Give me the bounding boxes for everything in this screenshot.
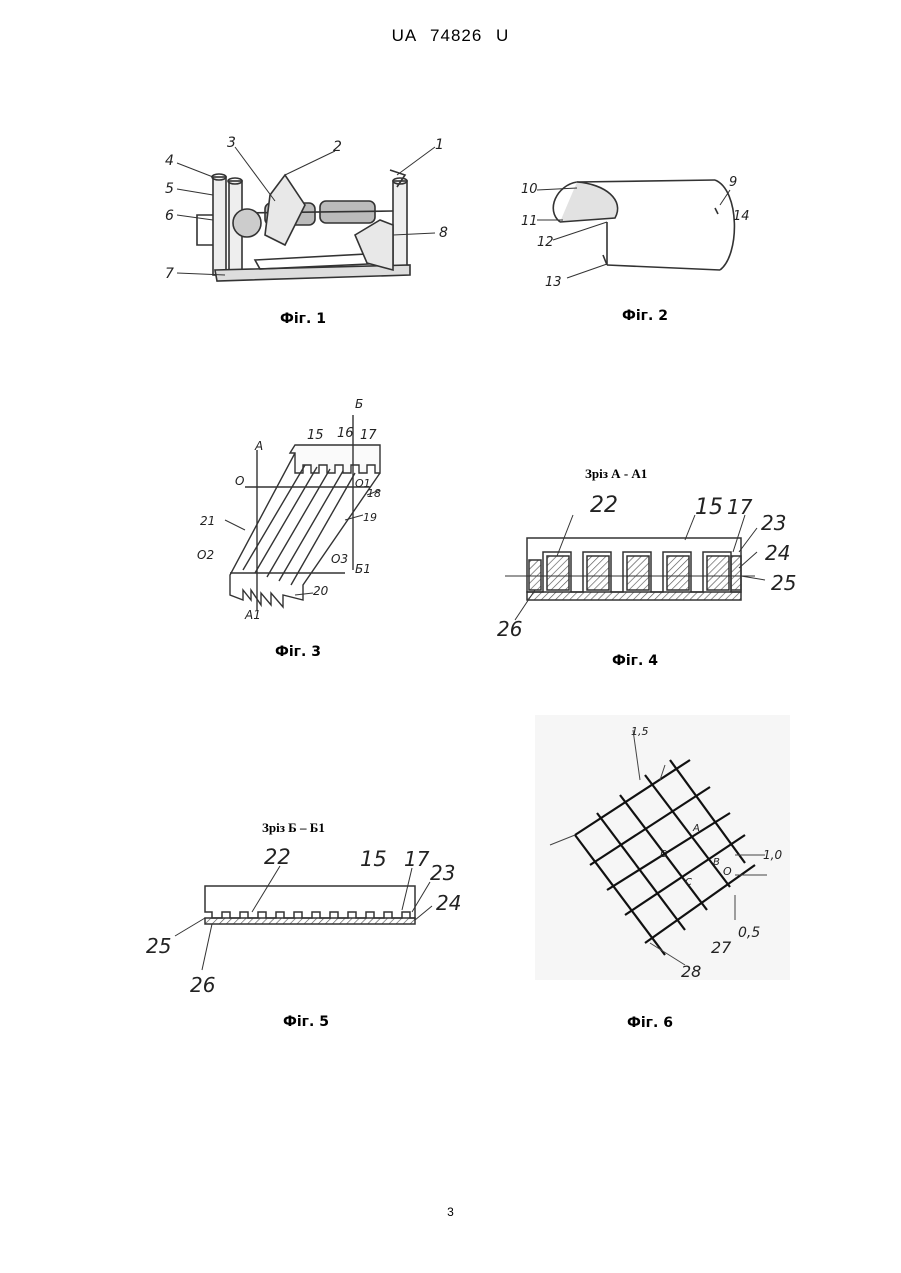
fig1-label-1: 1 bbox=[435, 137, 444, 153]
fig1-label-5: 5 bbox=[165, 181, 174, 197]
fig2-label-12: 12 bbox=[537, 235, 554, 250]
fig6-label-D: D bbox=[660, 849, 668, 860]
fig1-label-2: 2 bbox=[333, 139, 342, 155]
fig6-label-C: С bbox=[685, 877, 692, 888]
figure-5-caption: Фіг. 5 bbox=[283, 1014, 329, 1030]
figure-2-drawing: 10 11 12 13 9 14 bbox=[515, 160, 785, 295]
fig4-label-26: 26 bbox=[497, 617, 522, 641]
figure-6-caption: Фіг. 6 bbox=[627, 1015, 673, 1031]
fig5-label-25: 25 bbox=[146, 934, 171, 958]
fig3-label-B: Б bbox=[355, 397, 363, 411]
fig2-label-10: 10 bbox=[521, 182, 538, 197]
document-number: UA 74826 U bbox=[0, 26, 901, 46]
fig4-label-17: 17 bbox=[727, 495, 753, 519]
fig6-label-B: В bbox=[713, 857, 720, 868]
figure-1-drawing: 3 2 1 4 5 6 7 8 bbox=[135, 135, 455, 300]
fig3-label-O2: О2 bbox=[197, 548, 214, 562]
figure-4-section-title: Зріз А - А1 bbox=[585, 466, 647, 482]
fig5-label-22: 22 bbox=[264, 845, 291, 869]
figure-4-caption: Фіг. 4 bbox=[612, 653, 658, 669]
fig4-label-22: 22 bbox=[590, 493, 618, 518]
fig5-label-24: 24 bbox=[436, 891, 461, 915]
fig5-label-26: 26 bbox=[190, 973, 215, 997]
fig3-label-A: А bbox=[254, 439, 263, 453]
fig6-label-0-5: 0,5 bbox=[738, 925, 760, 941]
fig1-label-8: 8 bbox=[439, 225, 448, 241]
fig4-label-25: 25 bbox=[771, 571, 796, 595]
figure-6-drawing: 1,5 А D В С О 1,0 0,5 27 28 bbox=[535, 715, 795, 985]
fig5-label-17: 17 bbox=[404, 847, 430, 871]
figure-2-caption: Фіг. 2 bbox=[622, 308, 668, 324]
page-number: 3 bbox=[0, 1205, 901, 1219]
fig6-label-1-0: 1,0 bbox=[763, 848, 782, 862]
fig3-label-20: 20 bbox=[313, 584, 329, 598]
fig3-label-16: 16 bbox=[337, 426, 354, 441]
fig1-label-3: 3 bbox=[227, 135, 236, 151]
fig6-label-28: 28 bbox=[681, 962, 701, 981]
fig4-label-23: 23 bbox=[761, 511, 786, 535]
fig3-label-15: 15 bbox=[307, 428, 324, 443]
fig3-label-17: 17 bbox=[360, 428, 377, 443]
fig1-label-4: 4 bbox=[165, 153, 174, 169]
fig2-label-14: 14 bbox=[733, 209, 750, 224]
fig4-label-15: 15 bbox=[695, 495, 723, 520]
fig1-label-6: 6 bbox=[165, 208, 174, 224]
fig3-label-B1: Б1 bbox=[355, 562, 371, 576]
fig3-label-19: 19 bbox=[363, 511, 377, 524]
figure-4-drawing: 22 15 17 23 24 25 26 bbox=[495, 490, 815, 640]
figure-5-section-title: Зріз Б – Б1 bbox=[262, 820, 325, 836]
fig3-label-O3: О3 bbox=[331, 552, 348, 566]
fig4-label-24: 24 bbox=[765, 541, 790, 565]
figure-1-caption: Фіг. 1 bbox=[280, 311, 326, 327]
fig3-label-A1: А1 bbox=[244, 608, 261, 622]
fig2-label-13: 13 bbox=[545, 275, 562, 290]
fig2-label-9: 9 bbox=[729, 175, 737, 190]
figure-5-drawing: 22 15 17 23 24 25 26 bbox=[140, 840, 480, 1000]
fig3-label-O: О bbox=[235, 474, 244, 488]
fig6-label-1-5: 1,5 bbox=[631, 725, 649, 738]
fig3-label-21: 21 bbox=[200, 514, 215, 528]
fig6-label-O: О bbox=[723, 865, 732, 878]
fig2-label-11: 11 bbox=[521, 214, 538, 229]
figure-3-caption: Фіг. 3 bbox=[275, 644, 321, 660]
fig6-label-27: 27 bbox=[711, 938, 732, 957]
fig5-label-15: 15 bbox=[360, 847, 387, 871]
fig1-label-7: 7 bbox=[165, 266, 174, 282]
fig3-label-18: 18 bbox=[367, 487, 381, 500]
fig6-label-A: А bbox=[692, 823, 700, 834]
fig5-label-23: 23 bbox=[430, 861, 455, 885]
figure-3-drawing: Б 15 16 17 А О О1 18 19 21 О2 О3 Б1 20 А… bbox=[195, 395, 420, 620]
